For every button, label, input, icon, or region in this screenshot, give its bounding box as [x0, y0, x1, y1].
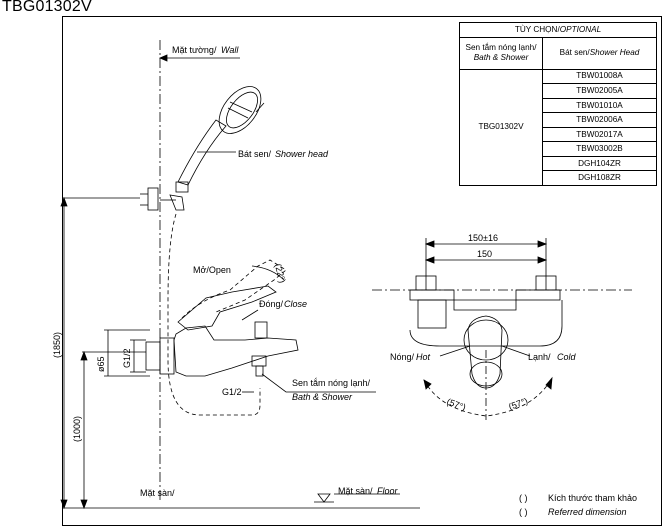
floor-label-vi: Mặt sàn/ — [140, 488, 175, 498]
mixer-label-en: Bath & Shower — [292, 392, 353, 402]
close-label-vi: Đóng/ — [259, 299, 284, 309]
open-label: Mở/Open — [193, 265, 231, 275]
table-header: TÙY CHỌN/OPTIONAL — [458, 22, 658, 38]
shower-head-label-en: Shower head — [275, 149, 329, 159]
g12-right-label: G1/2 — [222, 387, 242, 397]
right-view-body-shape — [409, 275, 563, 420]
table-row: TBW01008A — [541, 68, 658, 85]
model-title: TBG01302V — [2, 0, 92, 15]
shower-head-shape — [175, 86, 262, 193]
g12-left-label: G1/2 — [122, 348, 132, 368]
legend-vi: Kích thước tham khảo — [548, 493, 637, 503]
hose-path — [167, 213, 261, 416]
wall-label-en: Wall — [221, 45, 239, 55]
shower-head-label-vi: Bát sen/ — [238, 149, 272, 159]
hot-label-en: Hot — [416, 352, 431, 362]
cold-label-vi: Lạnh/ — [528, 352, 551, 362]
table-row: DGH108ZR — [541, 170, 658, 186]
height-1850-label: (1850) — [52, 332, 62, 358]
handle-open-position — [181, 259, 287, 319]
table-model-cell: TBG01302V — [459, 68, 543, 187]
floor-marker — [317, 493, 331, 503]
wall-label-vi: Mặt tường/ — [172, 45, 217, 55]
table-row: DGH104ZR — [541, 155, 658, 172]
hot-label-vi: Nóng/ — [390, 352, 415, 362]
table-row: TBW02005A — [541, 83, 658, 99]
close-leader — [241, 309, 259, 321]
drawing-frame — [62, 16, 662, 526]
column-header-shower-head: Bát sen/Shower Head — [541, 36, 658, 70]
table-row: TBW03002B — [541, 141, 658, 157]
table-row: TBW01010A — [541, 97, 658, 114]
cold-label-en: Cold — [557, 352, 577, 362]
diameter-65-label: ø65 — [96, 356, 106, 372]
close-label-en: Close — [284, 299, 307, 309]
legend-en: Referred dimension — [548, 507, 627, 517]
cold-leader — [501, 345, 531, 357]
mixer-body-shape — [145, 285, 299, 377]
dim-150-16-label: 150±16 — [468, 233, 498, 243]
optional-table: TÙY CHỌN/OPTIONAL Sen tắm nóng lạnh/Bath… — [458, 22, 658, 187]
height-1000-label: (1000) — [72, 416, 82, 442]
floor-text-vi: Mặt sàn/ — [338, 486, 373, 496]
table-row: TBW02006A — [541, 112, 658, 128]
mixer-leader — [261, 373, 376, 393]
head-leader-tick — [255, 102, 265, 113]
dim-150-label: 150 — [477, 249, 492, 259]
column-header-mixer: Sen tắm nóng lạnh/Bath & Shower — [459, 36, 543, 70]
wall-bracket-shape — [140, 187, 185, 211]
table-row: TBW02017A — [541, 126, 658, 143]
angle-22-arc — [251, 265, 285, 281]
angle-22-label: (22°) — [273, 263, 288, 285]
wall-arrow — [158, 54, 168, 62]
mixer-label-vi: Sen tắm nóng lạnh/ — [292, 378, 371, 388]
legend-paren-1: ( ) — [519, 493, 528, 503]
swing-arc — [423, 377, 553, 417]
angle-57-right: (57°) — [507, 396, 529, 412]
floor-label-en: Floor — [377, 486, 399, 496]
angle-57-left: (57°) — [445, 396, 467, 412]
legend-paren-2: ( ) — [519, 507, 528, 517]
hot-leader — [439, 345, 471, 357]
